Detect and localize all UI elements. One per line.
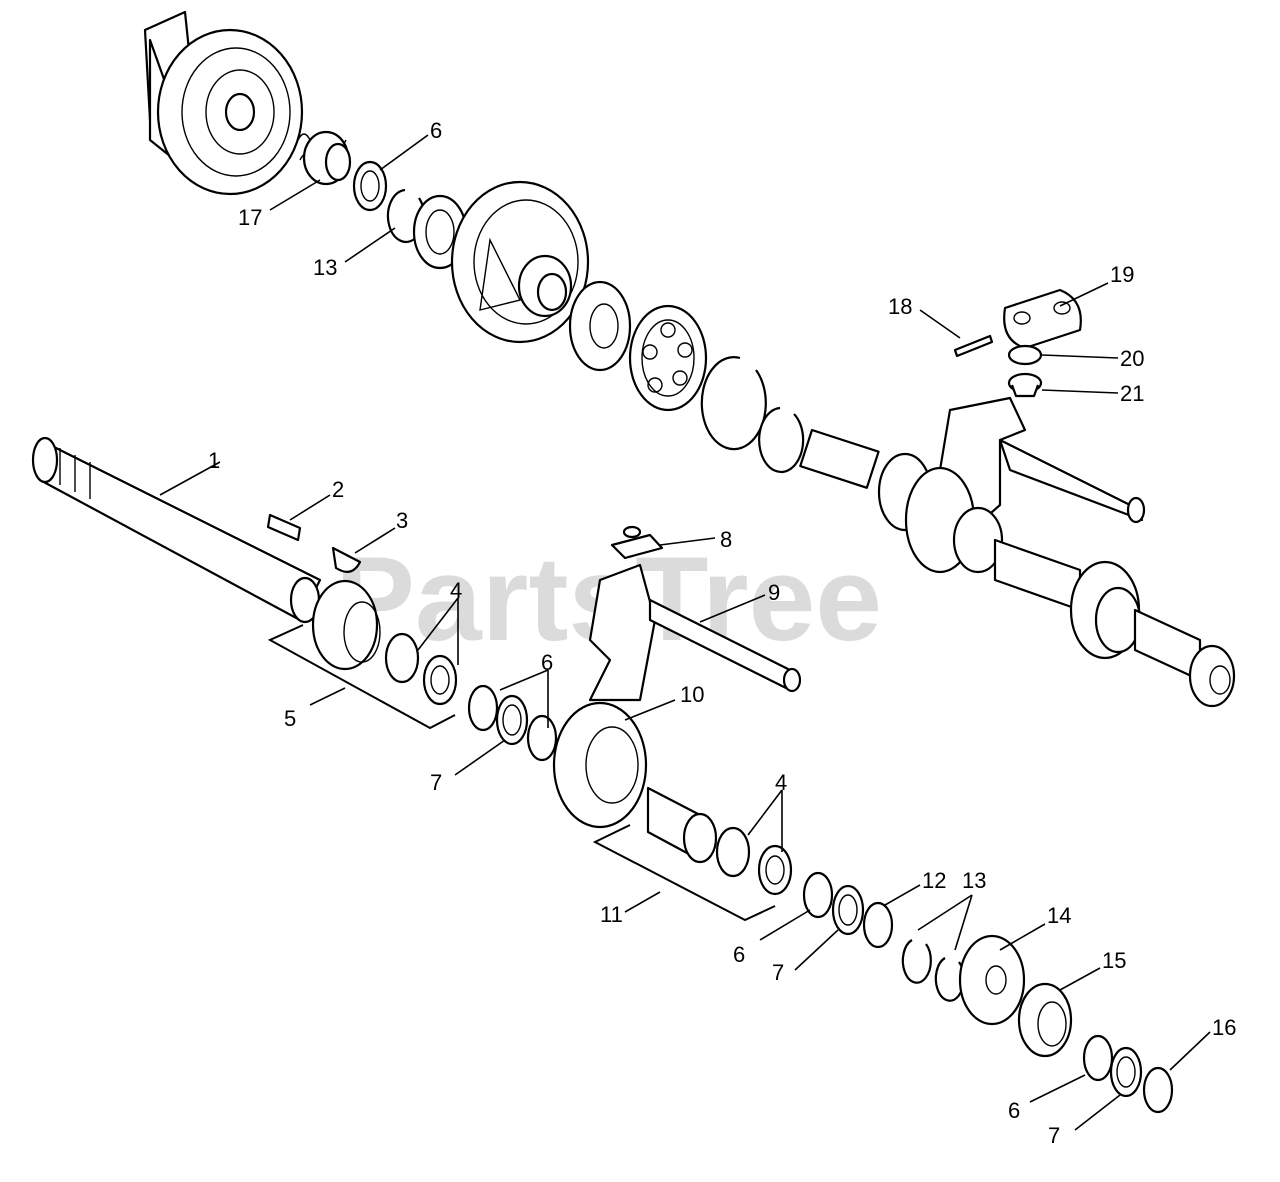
washer-6-left-a (467, 684, 499, 732)
clutch-plate (450, 180, 590, 344)
callout-13-upper: 13 (313, 255, 337, 280)
gear-11 (646, 786, 718, 864)
gear-10 (552, 701, 648, 829)
gear-14 (958, 934, 1026, 1026)
shift-fork-8-9 (588, 525, 802, 702)
bearing-upper-2 (568, 280, 632, 372)
washer-12 (862, 901, 894, 949)
gear-5 (311, 579, 381, 671)
callout-7-lower: 7 (1048, 1123, 1060, 1148)
callout-17: 17 (238, 205, 262, 230)
callout-4-left: 4 (450, 578, 462, 603)
washer-20 (1007, 344, 1043, 366)
callout-8: 8 (720, 527, 732, 552)
bushing-21 (1007, 372, 1043, 398)
woodruff-key-3 (331, 546, 362, 573)
link-19 (1003, 288, 1082, 350)
callout-19: 19 (1110, 262, 1134, 287)
needle-bearing-4-center (715, 826, 793, 896)
callout-2: 2 (332, 477, 344, 502)
snap-ring-small (758, 406, 805, 473)
callout-20: 20 (1120, 346, 1144, 371)
shaft-assembly-right (799, 428, 1236, 708)
spring-17 (297, 130, 352, 186)
callout-21: 21 (1120, 381, 1144, 406)
leader-lines (159, 134, 1211, 1131)
snap-ring-large (700, 356, 767, 451)
callout-numbers: 1 2 3 4 5 6 7 8 9 10 4 11 6 7 12 13 14 1… (208, 118, 1236, 1148)
callout-14: 14 (1047, 903, 1071, 928)
needle-bearing-4-left (384, 632, 458, 706)
callout-6-lower: 6 (1008, 1098, 1020, 1123)
callout-4-center: 4 (775, 770, 787, 795)
callout-1: 1 (208, 448, 220, 473)
callout-6-left: 6 (541, 650, 553, 675)
callout-13-lower: 13 (962, 868, 986, 893)
washer-6-center (802, 871, 834, 919)
shaft-1 (31, 436, 322, 624)
callout-5: 5 (284, 706, 296, 731)
callout-7-left: 7 (430, 770, 442, 795)
washer-6-upper (352, 160, 388, 212)
callout-16: 16 (1212, 1015, 1236, 1040)
callout-15: 15 (1102, 948, 1126, 973)
callout-6-center: 6 (733, 942, 745, 967)
washer-6-lower (1082, 1034, 1114, 1082)
callout-10: 10 (680, 682, 704, 707)
thrust-bearing-7-center (831, 884, 865, 936)
callout-6-upper: 6 (430, 118, 442, 143)
callout-7-center: 7 (772, 960, 784, 985)
callout-3: 3 (396, 508, 408, 533)
callout-18: 18 (888, 294, 912, 319)
washer-6-left-b (526, 714, 558, 762)
key-2 (266, 513, 302, 542)
snap-ring-13-lower-a (901, 939, 932, 984)
ball-bearing (628, 304, 708, 412)
thrust-bearing-7-lower (1109, 1046, 1143, 1098)
pulley-housing (143, 10, 304, 196)
callout-9: 9 (768, 580, 780, 605)
gear-15 (1017, 982, 1073, 1058)
pin-18 (953, 334, 994, 358)
callout-11: 11 (600, 902, 623, 927)
callout-12: 12 (922, 868, 946, 893)
washer-16 (1142, 1066, 1174, 1114)
thrust-bearing-7-left (495, 694, 529, 746)
